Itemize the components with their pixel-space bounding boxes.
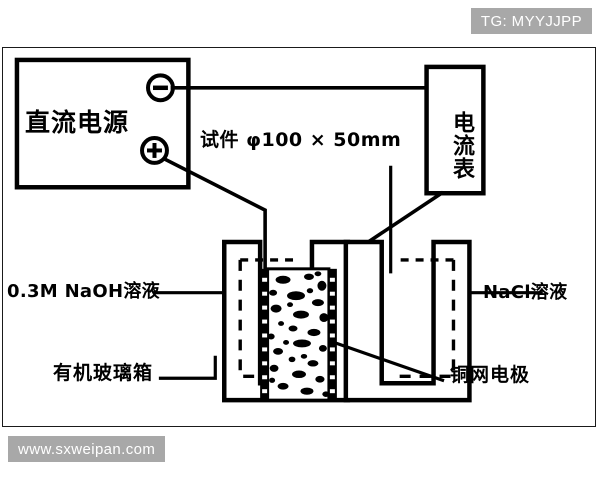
tank-right-cell-wall (343, 239, 472, 403)
figure-frame: 直流电源 电流表 试件 φ100 × 50mm 0.3M NaOH溶液 NaCl… (2, 47, 596, 427)
left-solution-label: 0.3M NaOH溶液 (7, 281, 160, 302)
copper-mesh-electrode-right (327, 268, 337, 401)
copper-mesh-electrode-left (260, 268, 270, 401)
leader-electrode (331, 340, 445, 383)
watermark-bottom-left: www.sxweipan.com (8, 436, 166, 462)
leader-tank (158, 355, 217, 380)
specimen-label: 试件 φ100 × 50mm (200, 129, 402, 151)
ammeter-box (424, 64, 486, 196)
wire-positive-to-left-chamber (163, 157, 267, 271)
apparatus-diagram (14, 57, 543, 403)
electrode-label: 铜网电极 (450, 364, 531, 386)
right-solution-label: NaCl溶液 (483, 282, 568, 303)
power-supply-label: 直流电源 (25, 108, 130, 137)
specimen-aggregate-texture (267, 271, 330, 397)
tank-label: 有机玻璃箱 (53, 362, 154, 384)
power-supply-box (14, 57, 191, 190)
watermark-top-right: TG: MYYJJPP (470, 8, 592, 34)
ammeter-label: 电流表 (449, 111, 474, 180)
